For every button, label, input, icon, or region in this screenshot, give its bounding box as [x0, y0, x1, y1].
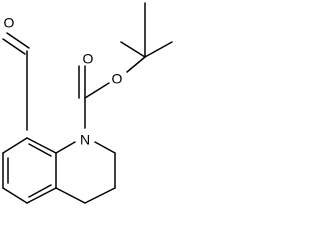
bond-ring-c6-c5	[2, 187, 28, 204]
bond-ring-c8a-c8-inner	[28, 143, 52, 157]
bond-ester-o-tbu	[126, 56, 146, 73]
bond-c3-c4	[84, 187, 116, 204]
bond-n-c2	[94, 141, 116, 154]
bond-aldehyde-co-b	[2, 38, 26, 55]
atom-aldehyde-oxygen: O	[4, 15, 15, 31]
bond-ring-c5-c4a	[26, 187, 57, 204]
bond-c8a-n	[55, 141, 76, 154]
bond-c4-c4a	[55, 187, 86, 204]
atom-ester-oxygen: O	[112, 71, 123, 87]
bond-ring-c8a-c8	[26, 137, 57, 154]
structure-canvas: O O O N	[2, 2, 173, 204]
bond-tbu-left	[120, 41, 146, 58]
molecule-drawing: O O O N	[2, 2, 173, 204]
atom-carbonyl-oxygen: O	[83, 51, 94, 67]
bond-tbu-right	[144, 41, 173, 58]
atom-ring-nitrogen: N	[80, 132, 90, 148]
bond-aldehyde-co-a	[6, 32, 30, 49]
bond-ring-c5-c4a-inner	[28, 184, 52, 198]
bond-ring-c8-c7	[2, 137, 28, 154]
bond-carbonyl-ester-o	[84, 82, 110, 99]
